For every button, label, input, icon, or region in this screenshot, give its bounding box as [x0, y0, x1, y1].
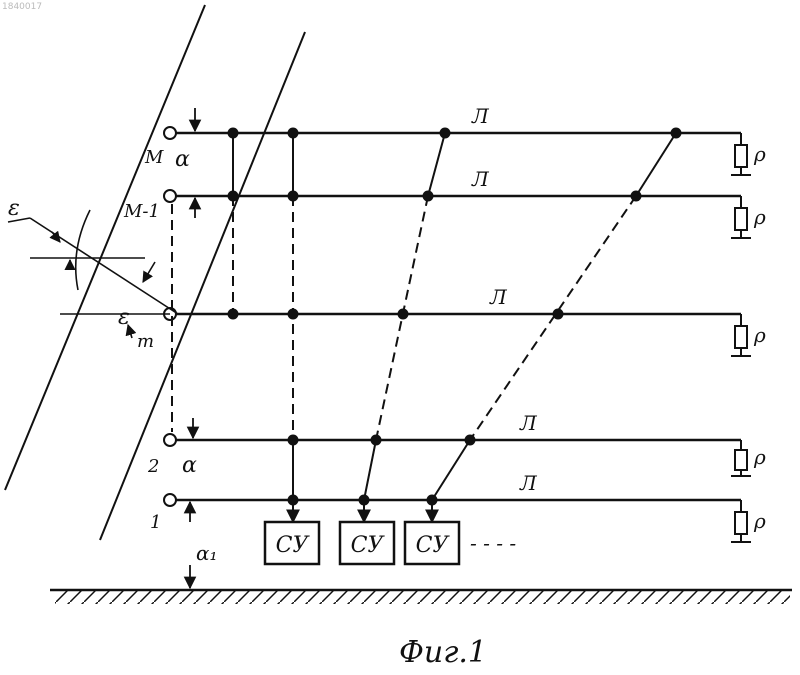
row-label-2: 2 [147, 456, 159, 477]
junction-dot [288, 435, 299, 446]
load-label: ρ [753, 445, 766, 469]
line-label: Л [471, 104, 490, 128]
coupler-column-4-dashed [470, 196, 636, 440]
epsilon-lower: ε [118, 305, 130, 330]
su-ellipsis: - - - - [470, 531, 516, 555]
ground-alpha-label: α₁ [196, 541, 218, 565]
coupler-column-3-solid-bottom [364, 440, 376, 500]
su-block-label: СУ [416, 533, 451, 558]
antenna-element-M-1 [164, 190, 176, 202]
junction-dot [228, 191, 239, 202]
junction-dot [671, 128, 682, 139]
junction-dot [553, 309, 564, 320]
antenna-element-M [164, 127, 176, 139]
feed-lines [176, 133, 741, 500]
load-resistor-2: ρ [731, 440, 766, 476]
antenna-elements [164, 127, 176, 506]
spacing-alpha-bottom: α [182, 453, 197, 478]
junction-dot [228, 309, 239, 320]
antenna-element-1 [164, 494, 176, 506]
scan-id: 1840017 [2, 2, 42, 12]
load-resistor-1: ρ [731, 500, 766, 542]
row-label-M: M [144, 147, 164, 168]
terminating-loads: ρ ρ ρ ρ ρ [731, 133, 766, 542]
load-label: ρ [753, 205, 766, 229]
ground-hatch [55, 590, 790, 604]
line-labels: Л Л Л Л Л [471, 104, 538, 495]
junction-dot [427, 495, 438, 506]
junction-dot [423, 191, 434, 202]
junction-dot [288, 191, 299, 202]
junction-dot [465, 435, 476, 446]
load-resistor-M-1: ρ [731, 196, 766, 238]
dimension-arrows: α₁ [190, 108, 218, 588]
figure-caption: Фиг.1 [399, 635, 487, 670]
junction-dot [228, 128, 239, 139]
junction-dot [288, 309, 299, 320]
junction-dot [371, 435, 382, 446]
load-label: ρ [753, 142, 766, 166]
row-labels: M α M-1 m 2 α 1 [123, 147, 197, 533]
load-label: ρ [753, 323, 766, 347]
coupler-column-3-solid-top [428, 133, 445, 196]
su-blocks: СУ СУ СУ - - - - [265, 522, 516, 564]
epsilon-upper: ε [8, 196, 20, 221]
load-resistor-m: ρ [731, 314, 766, 356]
line-label: Л [519, 471, 538, 495]
spacing-alpha-top: α [175, 147, 190, 172]
coupler-column-4-solid-bottom [432, 440, 470, 500]
row-label-M-1: M-1 [123, 201, 160, 222]
array-plane-line-left [5, 5, 205, 490]
load-resistor-M: ρ [731, 133, 766, 175]
junction-dot [359, 495, 370, 506]
array-plane-line-right [100, 32, 305, 540]
junction-dot [288, 128, 299, 139]
junction-dot [440, 128, 451, 139]
su-block-label: СУ [351, 533, 386, 558]
junction-dots [228, 128, 682, 506]
coupler-column-4-solid-top [636, 133, 676, 196]
line-label: Л [519, 411, 538, 435]
su-block-label: СУ [276, 533, 311, 558]
antenna-element-2 [164, 434, 176, 446]
junction-dot [288, 495, 299, 506]
line-label: Л [471, 167, 490, 191]
line-label: Л [489, 285, 508, 309]
junction-dot [631, 191, 642, 202]
load-label: ρ [753, 509, 766, 533]
row-label-1: 1 [150, 512, 161, 533]
junction-dot [398, 309, 409, 320]
row-label-m: m [137, 331, 154, 352]
